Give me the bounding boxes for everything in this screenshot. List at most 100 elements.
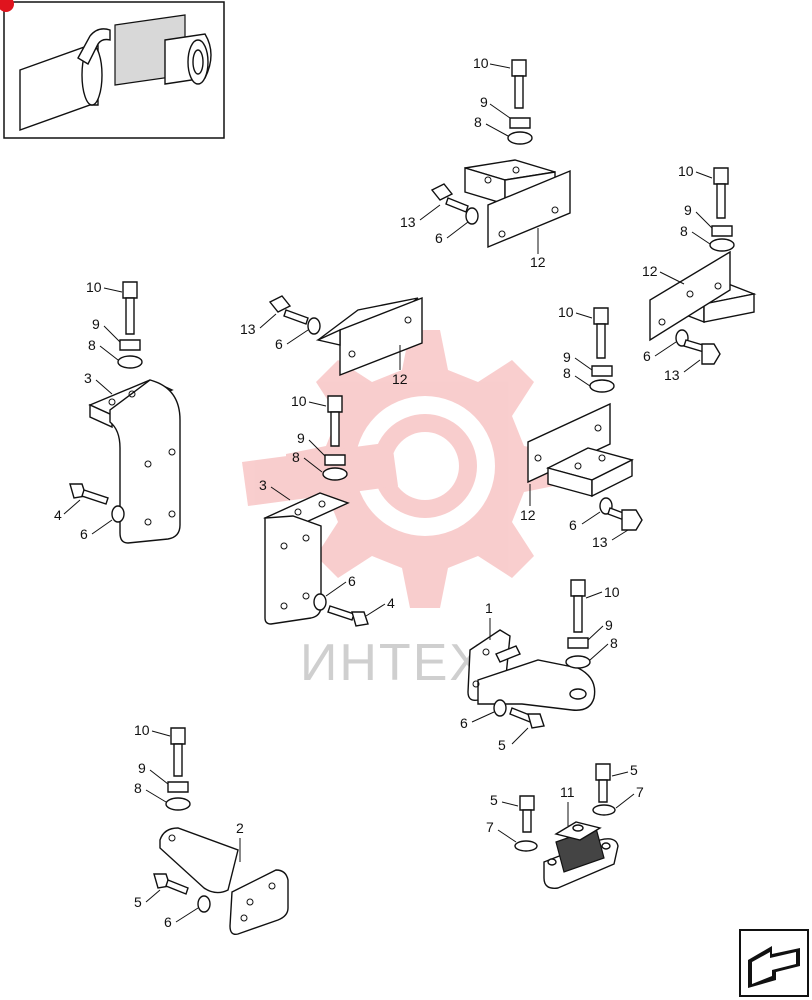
callout-9: 9 bbox=[605, 617, 613, 633]
callout-6: 6 bbox=[275, 336, 283, 352]
washer-7-a bbox=[514, 840, 538, 852]
callout-8: 8 bbox=[680, 223, 688, 239]
callout-5: 5 bbox=[490, 792, 498, 808]
callout-9: 9 bbox=[297, 430, 305, 446]
washer-8-b bbox=[709, 238, 735, 252]
bracket-12-midright bbox=[527, 402, 634, 498]
callout-6: 6 bbox=[164, 914, 172, 930]
callout-11: 11 bbox=[560, 784, 575, 800]
bracket-12-right bbox=[649, 250, 757, 342]
callout-6: 6 bbox=[569, 517, 577, 533]
nut-9-e bbox=[591, 365, 613, 377]
nut-9-f bbox=[567, 637, 589, 649]
callout-10: 10 bbox=[678, 163, 694, 179]
bracket-3-left bbox=[88, 379, 181, 544]
callout-9: 9 bbox=[480, 94, 488, 110]
watermark-text: ИНТЕХ bbox=[300, 634, 486, 692]
washer-6-h bbox=[197, 895, 211, 913]
callout-9: 9 bbox=[684, 202, 692, 218]
callout-8: 8 bbox=[88, 337, 96, 353]
callout-6: 6 bbox=[435, 230, 443, 246]
callout-10: 10 bbox=[604, 584, 620, 600]
bolt-10-e bbox=[593, 307, 609, 359]
washer-6-c bbox=[111, 505, 125, 523]
callout-8: 8 bbox=[563, 365, 571, 381]
bolt-10-g bbox=[170, 727, 186, 777]
bolt-13-d bbox=[607, 507, 643, 531]
bracket-12-top bbox=[464, 159, 571, 249]
callout-5: 5 bbox=[498, 737, 506, 753]
callout-9: 9 bbox=[92, 316, 100, 332]
nut-9-c bbox=[119, 339, 141, 351]
callout-13: 13 bbox=[400, 214, 416, 230]
muffler-thumbnail-icon bbox=[19, 14, 212, 131]
bolt-5-d bbox=[595, 763, 611, 803]
callout-12: 12 bbox=[520, 507, 536, 523]
washer-6-g bbox=[493, 699, 507, 717]
bolt-10-b bbox=[713, 167, 729, 219]
callout-9: 9 bbox=[563, 349, 571, 365]
callout-13: 13 bbox=[592, 534, 608, 550]
callout-6: 6 bbox=[643, 348, 651, 364]
bolt-5-a bbox=[509, 707, 545, 729]
callout-8: 8 bbox=[292, 449, 300, 465]
nut-9-b bbox=[711, 225, 733, 237]
callout-6: 6 bbox=[460, 715, 468, 731]
callout-8: 8 bbox=[474, 114, 482, 130]
callout-12: 12 bbox=[642, 263, 658, 279]
hanger-1 bbox=[467, 629, 596, 711]
bolt-10-f bbox=[570, 579, 586, 633]
corner-marker-icon bbox=[0, 0, 14, 12]
callout-13: 13 bbox=[664, 367, 680, 383]
washer-6-d bbox=[307, 317, 321, 335]
washer-6-e bbox=[313, 593, 327, 611]
callout-10: 10 bbox=[86, 279, 102, 295]
callout-10: 10 bbox=[558, 304, 574, 320]
bolt-5-c bbox=[519, 795, 535, 833]
callout-10: 10 bbox=[473, 55, 489, 71]
washer-6-a bbox=[465, 207, 479, 225]
callout-4: 4 bbox=[387, 595, 395, 611]
bolt-4-a bbox=[69, 483, 109, 505]
washer-8-a bbox=[507, 131, 533, 145]
bolt-13-b bbox=[683, 339, 721, 365]
callout-7: 7 bbox=[486, 819, 494, 835]
bolt-13-a bbox=[430, 183, 469, 213]
bolt-10-d bbox=[327, 395, 343, 447]
callout-5: 5 bbox=[134, 894, 142, 910]
bracket-3-center bbox=[263, 492, 350, 625]
callout-8: 8 bbox=[134, 780, 142, 796]
washer-8-e bbox=[589, 379, 615, 393]
callout-12: 12 bbox=[530, 254, 546, 270]
callout-7: 7 bbox=[636, 784, 644, 800]
bolt-13-c bbox=[268, 295, 309, 325]
bolt-5-b bbox=[153, 873, 189, 895]
bracket-12-center bbox=[315, 296, 423, 377]
callout-5: 5 bbox=[630, 762, 638, 778]
next-page-arrow-icon[interactable] bbox=[739, 929, 809, 997]
callout-4: 4 bbox=[54, 507, 62, 523]
watermark-gear-icon bbox=[242, 330, 564, 608]
callout-1: 1 bbox=[485, 600, 493, 616]
washer-8-g bbox=[165, 797, 191, 811]
callout-9: 9 bbox=[138, 760, 146, 776]
muffler-thumbnail[interactable] bbox=[0, 0, 225, 139]
hanger-2 bbox=[159, 827, 289, 936]
nut-9-d bbox=[324, 454, 346, 466]
nut-9-g bbox=[167, 781, 189, 793]
bolt-10-a bbox=[511, 59, 527, 109]
bolt-4-b bbox=[327, 605, 369, 627]
callout-2: 2 bbox=[236, 820, 244, 836]
callout-8: 8 bbox=[610, 635, 618, 651]
nut-9-a bbox=[509, 117, 531, 129]
washer-8-c bbox=[117, 355, 143, 369]
callout-3: 3 bbox=[84, 370, 92, 386]
washer-8-d bbox=[322, 467, 348, 481]
callout-12: 12 bbox=[392, 371, 408, 387]
washer-8-f bbox=[565, 655, 591, 669]
callout-6: 6 bbox=[80, 526, 88, 542]
rubber-mount-11 bbox=[543, 821, 619, 889]
bolt-10-c bbox=[122, 281, 138, 335]
washer-7-b bbox=[592, 804, 616, 816]
